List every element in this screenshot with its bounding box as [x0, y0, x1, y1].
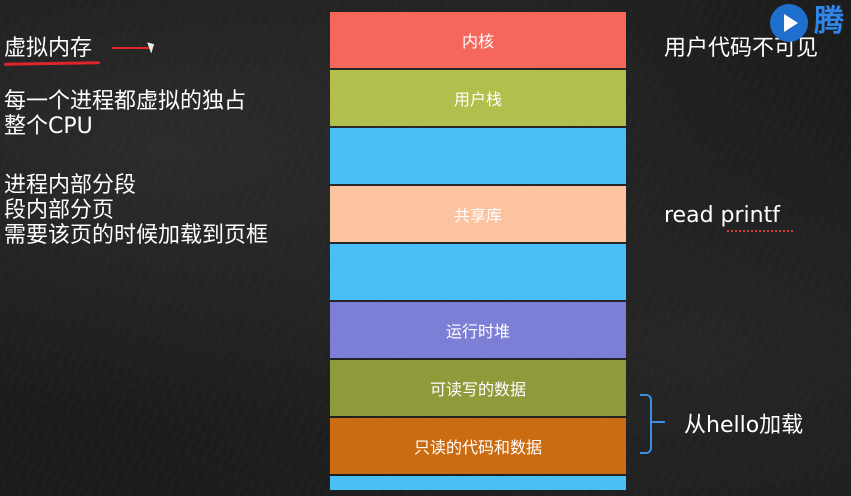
- logo-text: 腾: [814, 4, 844, 39]
- tencent-classroom-logo: 腾: [768, 0, 851, 48]
- memory-layout-diagram: 内核 用户栈 共享库 运行时堆 可读写的数据 只读的代码和数据: [330, 12, 626, 490]
- description-paragraph-2: 进程内部分段 段内部分页 需要该页的时候加载到页框: [4, 173, 268, 248]
- segment-shared-libraries: 共享库: [330, 186, 626, 242]
- segment-bottom: [330, 476, 626, 490]
- annotation-read-printf: read printf: [664, 203, 780, 228]
- right-brace-icon: [640, 394, 652, 454]
- segment-label: 共享库: [453, 206, 502, 225]
- segment-runtime-heap: 运行时堆: [330, 302, 626, 358]
- annotation-loaded-from-hello: 从hello加载: [684, 413, 804, 438]
- segment-label: 可读写的数据: [429, 380, 526, 399]
- printf-underline: [727, 230, 793, 232]
- description-paragraph-1: 每一个进程都虚拟的独占 整个CPU: [4, 89, 246, 139]
- segment-read-write-data: 可读写的数据: [330, 360, 626, 416]
- title-underline: [3, 61, 101, 66]
- segment-label: 用户栈: [453, 90, 502, 109]
- segment-kernel: 内核: [330, 12, 626, 68]
- right-brace-tip: [651, 421, 665, 423]
- segment-label: 运行时堆: [445, 322, 510, 341]
- segment-label: 内核: [461, 32, 494, 51]
- segment-read-only-code-data: 只读的代码和数据: [330, 418, 626, 474]
- segment-label: 只读的代码和数据: [413, 438, 542, 457]
- description-line: 进程内部分段: [4, 173, 137, 198]
- description-line: 需要该页的时候加载到页框: [4, 223, 269, 248]
- red-arrow-line: [112, 47, 150, 49]
- mouse-cursor-icon: [147, 40, 157, 54]
- play-logo-icon: [770, 4, 808, 42]
- description-line: 整个CPU: [4, 114, 93, 139]
- play-icon: [784, 14, 798, 32]
- segment-gap: [330, 244, 626, 300]
- segment-gap: [330, 128, 626, 184]
- description-line: 每一个进程都虚拟的独占: [4, 89, 247, 114]
- description-line: 段内部分页: [4, 198, 115, 223]
- segment-user-stack: 用户栈: [330, 70, 626, 126]
- page-title: 虚拟内存: [4, 36, 93, 61]
